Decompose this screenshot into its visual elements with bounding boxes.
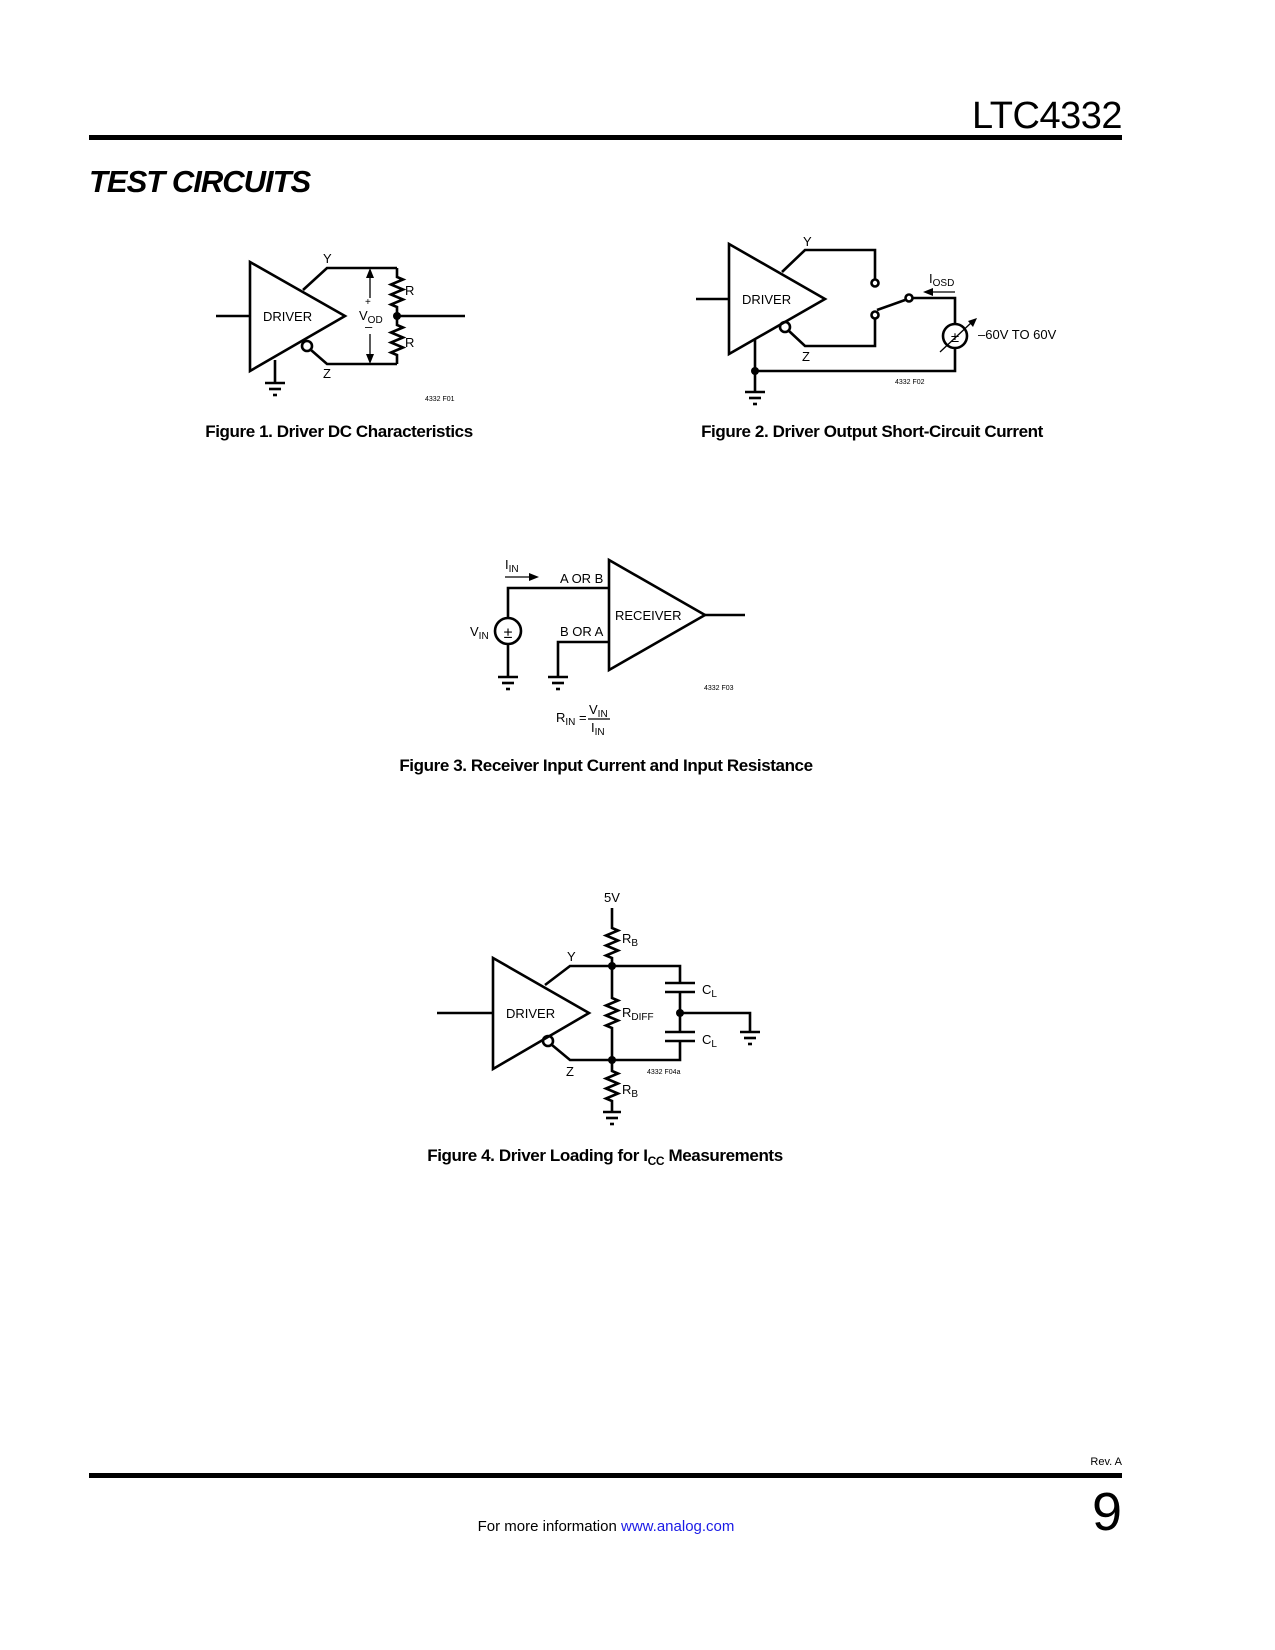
figure-1-caption: Figure 1. Driver DC Characteristics <box>205 422 473 441</box>
switch-pivot <box>904 293 914 303</box>
inverting-bubble <box>778 320 792 334</box>
resistor-top <box>387 268 407 316</box>
footer-rule <box>89 1473 1122 1478</box>
figure-code: 4332 F02 <box>895 379 925 386</box>
figure-3-caption: Figure 3. Receiver Input Current and Inp… <box>399 756 812 775</box>
ground-icon <box>603 1110 621 1126</box>
svg-text:VIN: VIN <box>589 702 608 720</box>
resistor-rdiff <box>602 966 622 1060</box>
cl-label: CL <box>702 1032 717 1050</box>
ground-icon <box>265 381 285 397</box>
receiver-label: RECEIVER <box>615 608 681 623</box>
r-label: R <box>405 283 414 298</box>
capacitor-bottom <box>665 1030 695 1043</box>
vod-label: VOD <box>359 308 383 326</box>
source-sign: ± <box>504 625 513 642</box>
minus-label: – <box>365 319 373 334</box>
cl-label: CL <box>702 982 717 1000</box>
figure-3-receiver-input: ± IIN A OR B B OR A VIN RECEIVER 4332 F0… <box>399 557 813 775</box>
arrow-up-icon <box>366 268 374 278</box>
iin-label: IIN <box>505 557 519 575</box>
y-label: Y <box>567 949 576 964</box>
driver-label: DRIVER <box>506 1006 555 1021</box>
section-title: TEST CIRCUITS <box>89 164 312 199</box>
r-label: R <box>405 335 414 350</box>
ground-icon <box>740 1030 760 1046</box>
variable-arrow-icon <box>968 318 977 327</box>
resistor-bottom <box>387 316 407 364</box>
figure-4-driver-loading: DRIVER 5V RB Y RDIFF CL CL Z RB 4332 F04… <box>427 890 783 1168</box>
driver-label: DRIVER <box>263 309 312 324</box>
resistor-rb-top <box>602 920 622 966</box>
svg-text:IIN: IIN <box>591 720 605 738</box>
revision-label: Rev. A <box>1090 1456 1122 1468</box>
ground-icon <box>498 675 518 691</box>
arrow-right-icon <box>529 573 539 581</box>
capacitor-top <box>665 981 695 994</box>
y-label: Y <box>323 251 332 266</box>
figure-4-caption: Figure 4. Driver Loading for ICC Measure… <box>427 1146 783 1168</box>
supply-label: 5V <box>604 890 620 905</box>
figure-code: 4332 F01 <box>425 396 455 403</box>
part-number-header: LTC4332 <box>972 95 1122 137</box>
arrow-down-icon <box>366 354 374 364</box>
switch-contact <box>870 278 880 288</box>
rdiff-label: RDIFF <box>622 1005 654 1023</box>
voltage-range-label: –60V TO 60V <box>978 327 1057 342</box>
ground-icon <box>745 390 765 406</box>
a-or-b-label: A OR B <box>560 571 603 586</box>
header-rule <box>89 135 1122 140</box>
inverting-bubble <box>541 1034 555 1048</box>
switch-contact <box>870 310 880 320</box>
resistor-rb-bottom <box>602 1060 622 1112</box>
b-or-a-label: B OR A <box>560 624 604 639</box>
figure-code: 4332 F03 <box>704 685 734 692</box>
analog-website-link[interactable]: www.analog.com <box>620 1518 734 1535</box>
rb-label: RB <box>622 1082 638 1100</box>
driver-label: DRIVER <box>742 292 791 307</box>
more-info-text: For more information www.analog.com <box>478 1518 735 1535</box>
arrow-left-icon <box>923 288 933 296</box>
rb-label: RB <box>622 931 638 949</box>
figure-code: 4332 F04a <box>647 1069 681 1076</box>
svg-text:RIN =: RIN = <box>556 710 587 728</box>
z-label: Z <box>323 366 331 381</box>
receiver-triangle <box>607 557 708 673</box>
switch <box>876 298 906 312</box>
y-label: Y <box>803 234 812 249</box>
page-number: 9 <box>1092 1482 1122 1542</box>
figure-1-driver-dc-characteristics: DRIVER Y Z R R + VOD – 4332 F01 Figure 1… <box>205 251 473 441</box>
iosd-label: IOSD <box>929 271 954 289</box>
rin-formula: RIN = VIN IIN <box>556 702 610 738</box>
z-label: Z <box>566 1064 574 1079</box>
figure-2-caption: Figure 2. Driver Output Short-Circuit Cu… <box>701 422 1044 441</box>
inverting-bubble <box>300 339 314 353</box>
figure-2-short-circuit-current: ± DRIVER Y Z IOSD –60V TO 60V 4332 F02 F… <box>696 234 1057 441</box>
z-label: Z <box>802 349 810 364</box>
vin-label: VIN <box>470 624 489 642</box>
plus-label: + <box>365 297 371 308</box>
ground-icon <box>548 675 568 691</box>
